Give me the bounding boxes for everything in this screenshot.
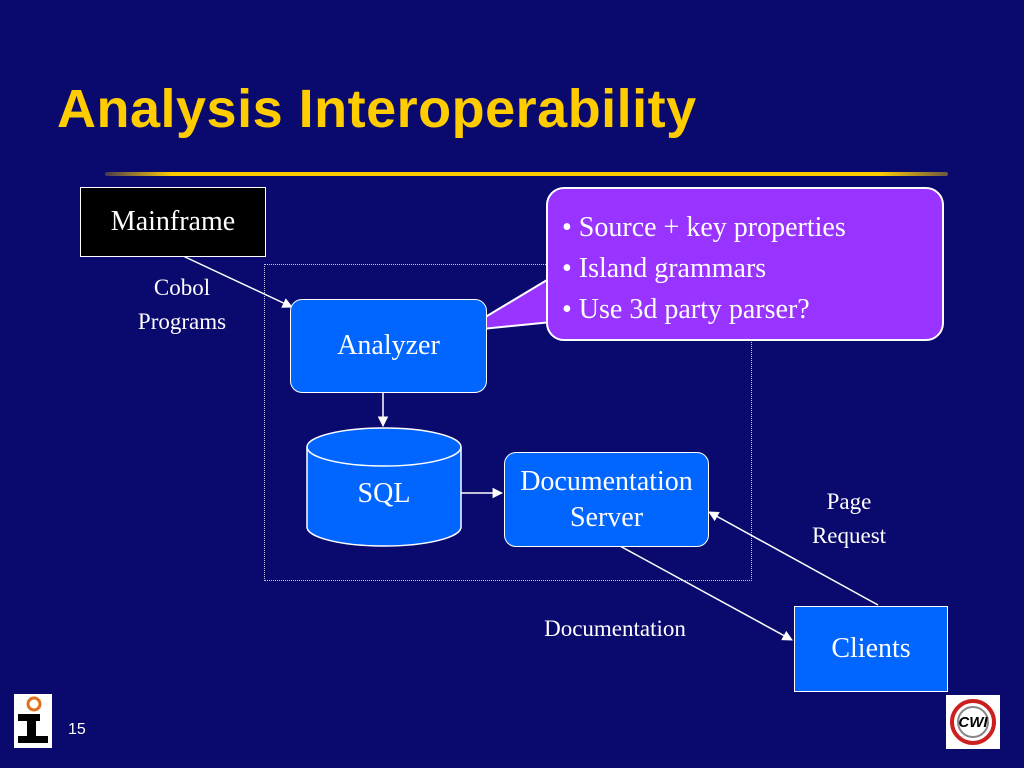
cobol-label-line1: Cobol: [153, 275, 211, 300]
cwi-logo-text: CWI: [958, 714, 988, 731]
page-label-line1: Page: [826, 489, 872, 514]
sql-label: SQL: [357, 478, 411, 509]
documentation-server-node: Documentation Server: [504, 452, 709, 547]
sql-cylinder: [306, 427, 462, 547]
system-boundary: [264, 264, 752, 581]
institute-logo-icon: [14, 694, 52, 748]
docserver-label-line2: Server: [569, 501, 644, 533]
edge-clients-docserver: [708, 511, 879, 606]
slide-title: Analysis Interoperability: [57, 79, 697, 139]
cobol-label-line2: Programs: [137, 309, 227, 334]
page-label-line2: Request: [811, 523, 887, 548]
cwi-logo-icon: CWI: [946, 695, 1000, 749]
mainframe-node: Mainframe: [80, 187, 266, 257]
edge-mainframe-analyzer: [182, 255, 293, 308]
clients-node: Clients: [794, 606, 948, 692]
cobol-programs-label: Cobol Programs: [118, 271, 246, 339]
slide-number: 15: [68, 721, 86, 738]
callout-item: • Island grammars: [562, 253, 767, 284]
documentation-edge-label: Documentation: [544, 616, 686, 641]
analyzer-label: Analyzer: [337, 330, 440, 361]
clients-label: Clients: [831, 633, 911, 664]
callout-bubble: • Source + key properties • Island gramm…: [546, 187, 944, 341]
mainframe-label: Mainframe: [110, 206, 236, 237]
page-request-label: Page Request: [790, 485, 908, 553]
title-underline: [105, 172, 948, 176]
callout-item: • Source + key properties: [562, 212, 846, 243]
docserver-label-line1: Documentation: [520, 465, 693, 497]
edge-docserver-clients: [619, 545, 793, 641]
analyzer-node: Analyzer: [290, 299, 487, 393]
callout-item: • Use 3d party parser?: [562, 294, 810, 325]
